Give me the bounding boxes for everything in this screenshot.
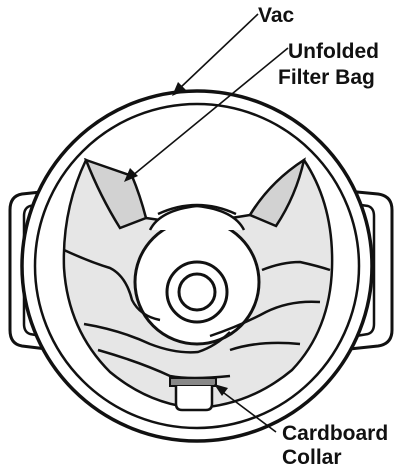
- label-collar-line1: Cardboard: [282, 422, 388, 445]
- label-vac: Vac: [258, 4, 295, 27]
- cardboard-collar: [169, 377, 217, 412]
- label-collar-line2: Collar: [282, 446, 342, 469]
- leader-vac: [172, 13, 259, 96]
- label-filter-bag-line2: Filter Bag: [278, 66, 375, 89]
- leader-filter-bag: [124, 47, 289, 182]
- inlet-hole: [177, 272, 217, 312]
- leader-collar: [214, 384, 277, 433]
- bag-crease-lines: [63, 248, 331, 380]
- label-filter-bag-line1: Unfolded: [288, 40, 379, 63]
- bag-right-flap: [248, 157, 306, 228]
